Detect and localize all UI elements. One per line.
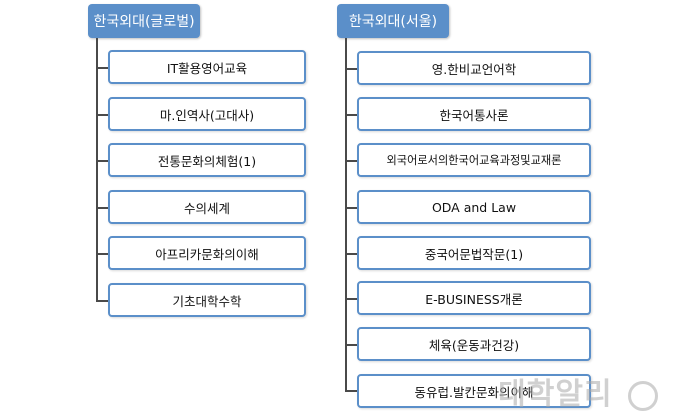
left-branch-connector: [96, 160, 108, 162]
right-branch-connector: [345, 160, 357, 162]
left-trunk-connector: [96, 38, 98, 301]
right-item-2: 한국어통사론: [357, 97, 591, 131]
left-item-label: IT활용영어교육: [166, 60, 248, 76]
left-item-3: 전통문화의체험(1): [108, 143, 306, 177]
left-branch-connector: [96, 114, 108, 116]
left-item-label: 아프리카문화의이해: [155, 246, 259, 262]
right-item-label: E-BUSINESS개론: [425, 291, 523, 307]
left-item-2: 마.인역사(고대사): [108, 97, 306, 131]
right-item-label: ODA and Law: [431, 199, 517, 215]
right-item-label: 외국어로서의한국어교육과정및교재론: [386, 154, 562, 167]
right-item-4: ODA and Law: [357, 190, 591, 224]
right-item-6: E-BUSINESS개론: [357, 281, 591, 315]
right-root-node: 한국외대(서울): [337, 4, 449, 38]
left-item-1: IT활용영어교육: [108, 50, 306, 84]
left-item-label: 전통문화의체험(1): [157, 153, 257, 169]
right-item-7: 체육(운동과건강): [357, 327, 591, 361]
right-item-1: 영.한비교언어학: [357, 51, 591, 85]
right-branch-connector: [345, 114, 357, 116]
watermark-emblem-icon: [628, 380, 658, 411]
right-item-label: 한국어통사론: [439, 107, 509, 123]
right-item-label: 중국어문법작문(1): [424, 246, 524, 262]
left-item-5: 아프리카문화의이해: [108, 236, 306, 270]
left-item-label: 마.인역사(고대사): [159, 107, 255, 123]
left-item-label: 기초대학수학: [172, 293, 242, 309]
right-branch-connector: [345, 298, 357, 300]
right-item-label: 동유럽.발칸문화의이해: [414, 384, 534, 400]
right-item-8: 동유럽.발칸문화의이해: [357, 374, 591, 408]
watermark-logo: 대학알리: [498, 369, 658, 413]
left-root-label: 한국외대(글로벌): [93, 14, 195, 30]
right-item-5: 중국어문법작문(1): [357, 236, 591, 270]
left-item-label: 수의세계: [183, 200, 230, 216]
left-branch-connector: [96, 300, 108, 302]
left-branch-connector: [96, 67, 108, 69]
right-branch-connector: [345, 207, 357, 209]
right-branch-connector: [345, 344, 357, 346]
left-branch-connector: [96, 207, 108, 209]
right-branch-connector: [345, 390, 357, 392]
left-item-4: 수의세계: [108, 190, 306, 224]
right-trunk-connector: [345, 38, 347, 391]
watermark-text: 대학알리: [498, 377, 613, 412]
right-item-3: 외국어로서의한국어교육과정및교재론: [357, 143, 591, 177]
right-item-label: 체육(운동과건강): [428, 337, 520, 353]
right-root-label: 한국외대(서울): [348, 14, 438, 30]
right-branch-connector: [345, 68, 357, 70]
left-branch-connector: [96, 253, 108, 255]
left-item-6: 기초대학수학: [108, 283, 306, 317]
right-branch-connector: [345, 253, 357, 255]
left-root-node: 한국외대(글로벌): [88, 4, 200, 38]
right-item-label: 영.한비교언어학: [431, 61, 517, 77]
